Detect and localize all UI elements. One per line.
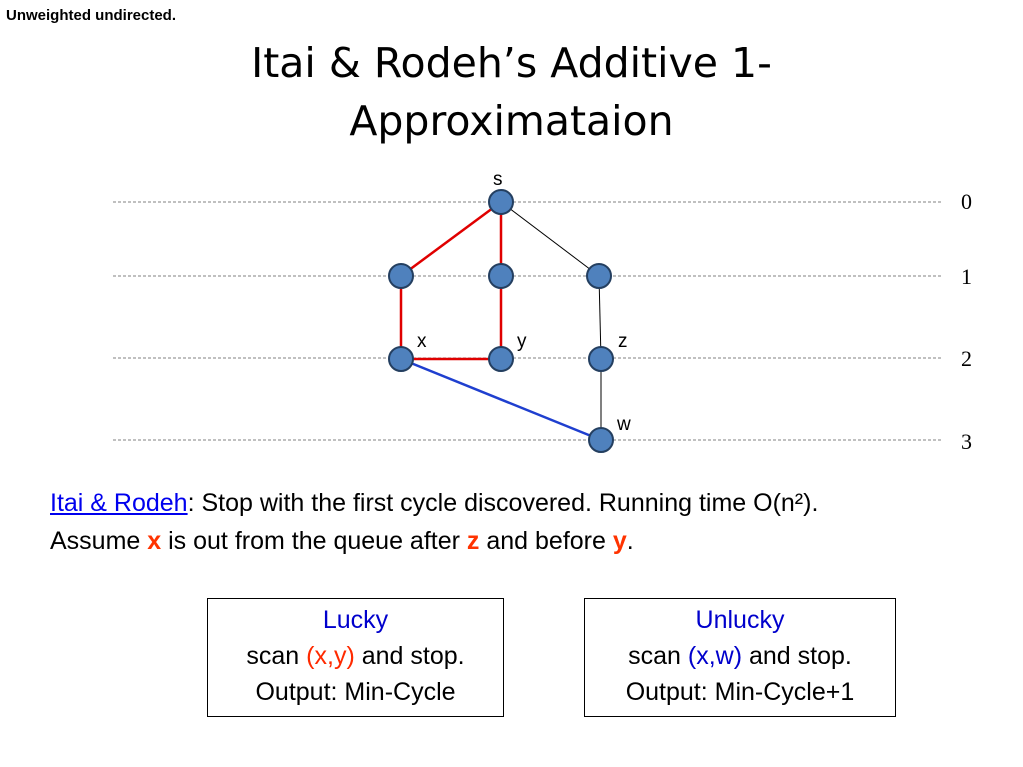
- unlucky-scan-post: and stop.: [742, 642, 852, 670]
- vertex-z-highlight: z: [466, 527, 480, 555]
- node-w: [588, 427, 614, 453]
- unlucky-title: Unlucky: [695, 606, 785, 634]
- node-label-s: s: [493, 169, 503, 190]
- corner-note: Unweighted undirected.: [6, 7, 177, 24]
- period-text: .: [626, 527, 634, 555]
- level-number-3: 3: [961, 429, 972, 454]
- assume-text: Assume: [50, 527, 148, 555]
- lucky-case-box: Lucky scan (x,y) and stop. Output: Min-C…: [207, 598, 504, 717]
- node-level1-middle: [488, 263, 514, 289]
- itai-rodeh-link[interactable]: Itai & Rodeh: [50, 489, 188, 517]
- level-number-1: 1: [961, 264, 972, 289]
- node-x: [388, 346, 414, 372]
- queue-text: is out from the queue after: [161, 527, 467, 555]
- title-line-1: Itai & Rodeh’s Additive 1-: [251, 39, 772, 87]
- lucky-scan-post: and stop.: [354, 642, 465, 670]
- edge-s-c: [500, 201, 600, 277]
- level-number-0: 0: [961, 189, 972, 214]
- lucky-scan-line: scan (x,y) and stop.: [208, 638, 503, 674]
- node-label-x: x: [417, 331, 427, 352]
- unlucky-edge: (x,w): [687, 642, 743, 670]
- lucky-edge: (x,y): [306, 642, 355, 670]
- node-y: [488, 346, 514, 372]
- vertex-y-highlight: y: [612, 527, 627, 555]
- node-s: [488, 189, 514, 215]
- edge-c-z: [598, 275, 602, 360]
- unlucky-scan-pre: scan: [628, 642, 688, 670]
- unlucky-scan-line: scan (x,w) and stop.: [585, 638, 895, 674]
- explanation-line-2: Assume x is out from the queue after z a…: [50, 522, 818, 560]
- explanation-line-1: Itai & Rodeh: Stop with the first cycle …: [50, 484, 818, 522]
- before-text: and before: [479, 527, 613, 555]
- node-level1-right: [586, 263, 612, 289]
- vertex-x-highlight: x: [147, 527, 162, 555]
- node-z: [588, 346, 614, 372]
- lucky-scan-pre: scan: [246, 642, 307, 670]
- unlucky-case-box: Unlucky scan (x,w) and stop. Output: Min…: [584, 598, 896, 717]
- unlucky-output: Output: Min-Cycle+1: [625, 678, 855, 706]
- title-line-2: Approximataion: [349, 97, 674, 145]
- explanation-line-1-rest: : Stop with the first cycle discovered. …: [187, 489, 819, 517]
- slide-title: Itai & Rodeh’s Additive 1- Approximataio…: [0, 34, 1023, 150]
- level-number-2: 2: [961, 346, 972, 371]
- edge-x-w: [400, 357, 602, 442]
- lucky-title: Lucky: [322, 606, 389, 634]
- node-level1-left: [388, 263, 414, 289]
- lucky-output: Output: Min-Cycle: [255, 678, 456, 706]
- explanation-text: Itai & Rodeh: Stop with the first cycle …: [50, 484, 818, 560]
- node-label-y: y: [517, 331, 527, 352]
- node-label-w: w: [616, 414, 631, 435]
- edge-s-a: [400, 200, 502, 278]
- node-label-z: z: [618, 331, 628, 352]
